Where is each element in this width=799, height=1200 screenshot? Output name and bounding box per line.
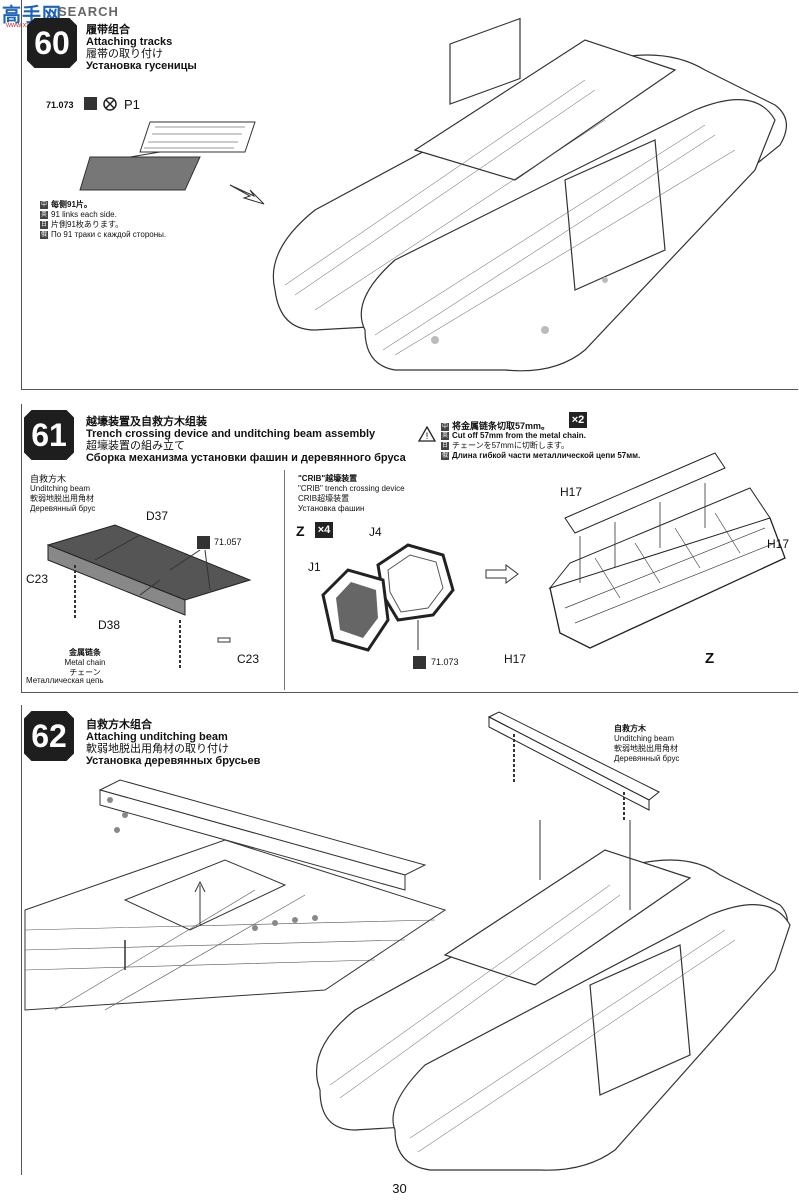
label-d37: D37 (146, 509, 169, 523)
label-h17-right: H17 (767, 537, 790, 551)
step-60-title-ru: Установка гусеницы (86, 60, 197, 72)
label-j1: J1 (308, 560, 321, 574)
step-60-panel (21, 0, 798, 390)
step-61-badge: 61 (24, 410, 74, 460)
tank-drawing-tracks (272, 17, 787, 372)
step-60-part-code: 71.073 (46, 100, 74, 110)
cement-icon-61a (197, 536, 210, 549)
cement-icon-61b (413, 656, 426, 669)
step-61-title-cn: 越壕装置及自救方木组装 (86, 416, 207, 428)
beam-top-illustration (487, 711, 660, 820)
step-62-title-en: Attaching unditching beam (86, 731, 228, 743)
step-61-panel (21, 404, 798, 693)
label-j4: J4 (369, 525, 382, 539)
crib-frame-illustration (321, 543, 455, 652)
page-number: 30 (392, 1181, 407, 1196)
caution-icon: ! (417, 425, 437, 442)
step-60-title-cn: 履带组合 (86, 24, 130, 36)
step-62-title: 自救方木组合 Attaching unditching beam 軟弱地脱出用角… (86, 719, 260, 767)
sub-divider (284, 470, 285, 690)
step-62-panel (21, 705, 798, 1175)
no-glue-icon (103, 97, 117, 111)
label-z-right: Z (705, 650, 715, 667)
metal-chain-label-ru: Металлическая цепь (26, 676, 104, 685)
crib-assembled-illustration (548, 452, 786, 649)
step-62-badge: 62 (24, 711, 74, 761)
label-d38: D38 (98, 618, 121, 632)
crib-arrow (485, 564, 519, 584)
label-h17-top: H17 (560, 485, 583, 499)
beam-label: 自救方木 Unditching beam 軟弱地脱出用角材 Деревянный… (614, 724, 680, 763)
note-0: 中每侧91片。 (40, 200, 92, 209)
tank-drawing-beam (316, 820, 791, 1171)
label-z: Z (296, 523, 305, 539)
label-71073: 71.073 (431, 657, 459, 667)
label-c23-left: C23 (26, 572, 49, 586)
step-60-badge: 60 (27, 18, 77, 68)
cement-icon (84, 97, 97, 110)
step-60-part-label: P1 (124, 97, 140, 112)
metal-chain-label: 金属链条 Metal chain チェーン (64, 648, 106, 677)
step-62-title-cn: 自救方木组合 (86, 719, 152, 731)
note-2: 日片側91枚あります。 (40, 220, 124, 229)
step-60-title-jp: 履帯の取り付け (86, 48, 163, 60)
step-61-title: 越壕装置及自救方木组装 Trench crossing device and u… (86, 416, 406, 464)
beam-detail-drawing (24, 779, 447, 1011)
crib-header: "CRIB"越壕装置 "CRIB" trench crossing device… (298, 474, 405, 513)
step-62-title-ru: Установка деревянных брусьев (86, 755, 261, 767)
step-60-title: 履带组合 Attaching tracks 履帯の取り付け Установка … (86, 24, 197, 72)
crib-qty: ×4 (315, 522, 333, 538)
unditching-beam-header: 自救方木 Unditching beam 軟弱地脱出用角材 Деревянный… (30, 474, 96, 513)
watermark-text: SEARCH (58, 4, 119, 19)
label-h17-bottom: H17 (504, 652, 527, 666)
caution-qty: ×2 (569, 412, 587, 428)
svg-text:!: ! (426, 431, 429, 441)
label-c23-right: C23 (237, 652, 260, 666)
step-61-title-ru: Сборка механизма установки фашин и дерев… (86, 452, 406, 464)
track-link-illustration (79, 121, 256, 191)
direction-arrow (229, 184, 265, 205)
label-71057: 71.057 (214, 537, 242, 547)
step-62-title-jp: 軟弱地脱出用角材の取り付け (86, 743, 229, 755)
step-61-title-en: Trench crossing device and unditching be… (86, 428, 376, 440)
beam-parts-illustration (46, 524, 252, 670)
step-60-title-en: Attaching tracks (86, 36, 173, 48)
step-61-title-jp: 超壕装置の組み立て (86, 440, 185, 452)
